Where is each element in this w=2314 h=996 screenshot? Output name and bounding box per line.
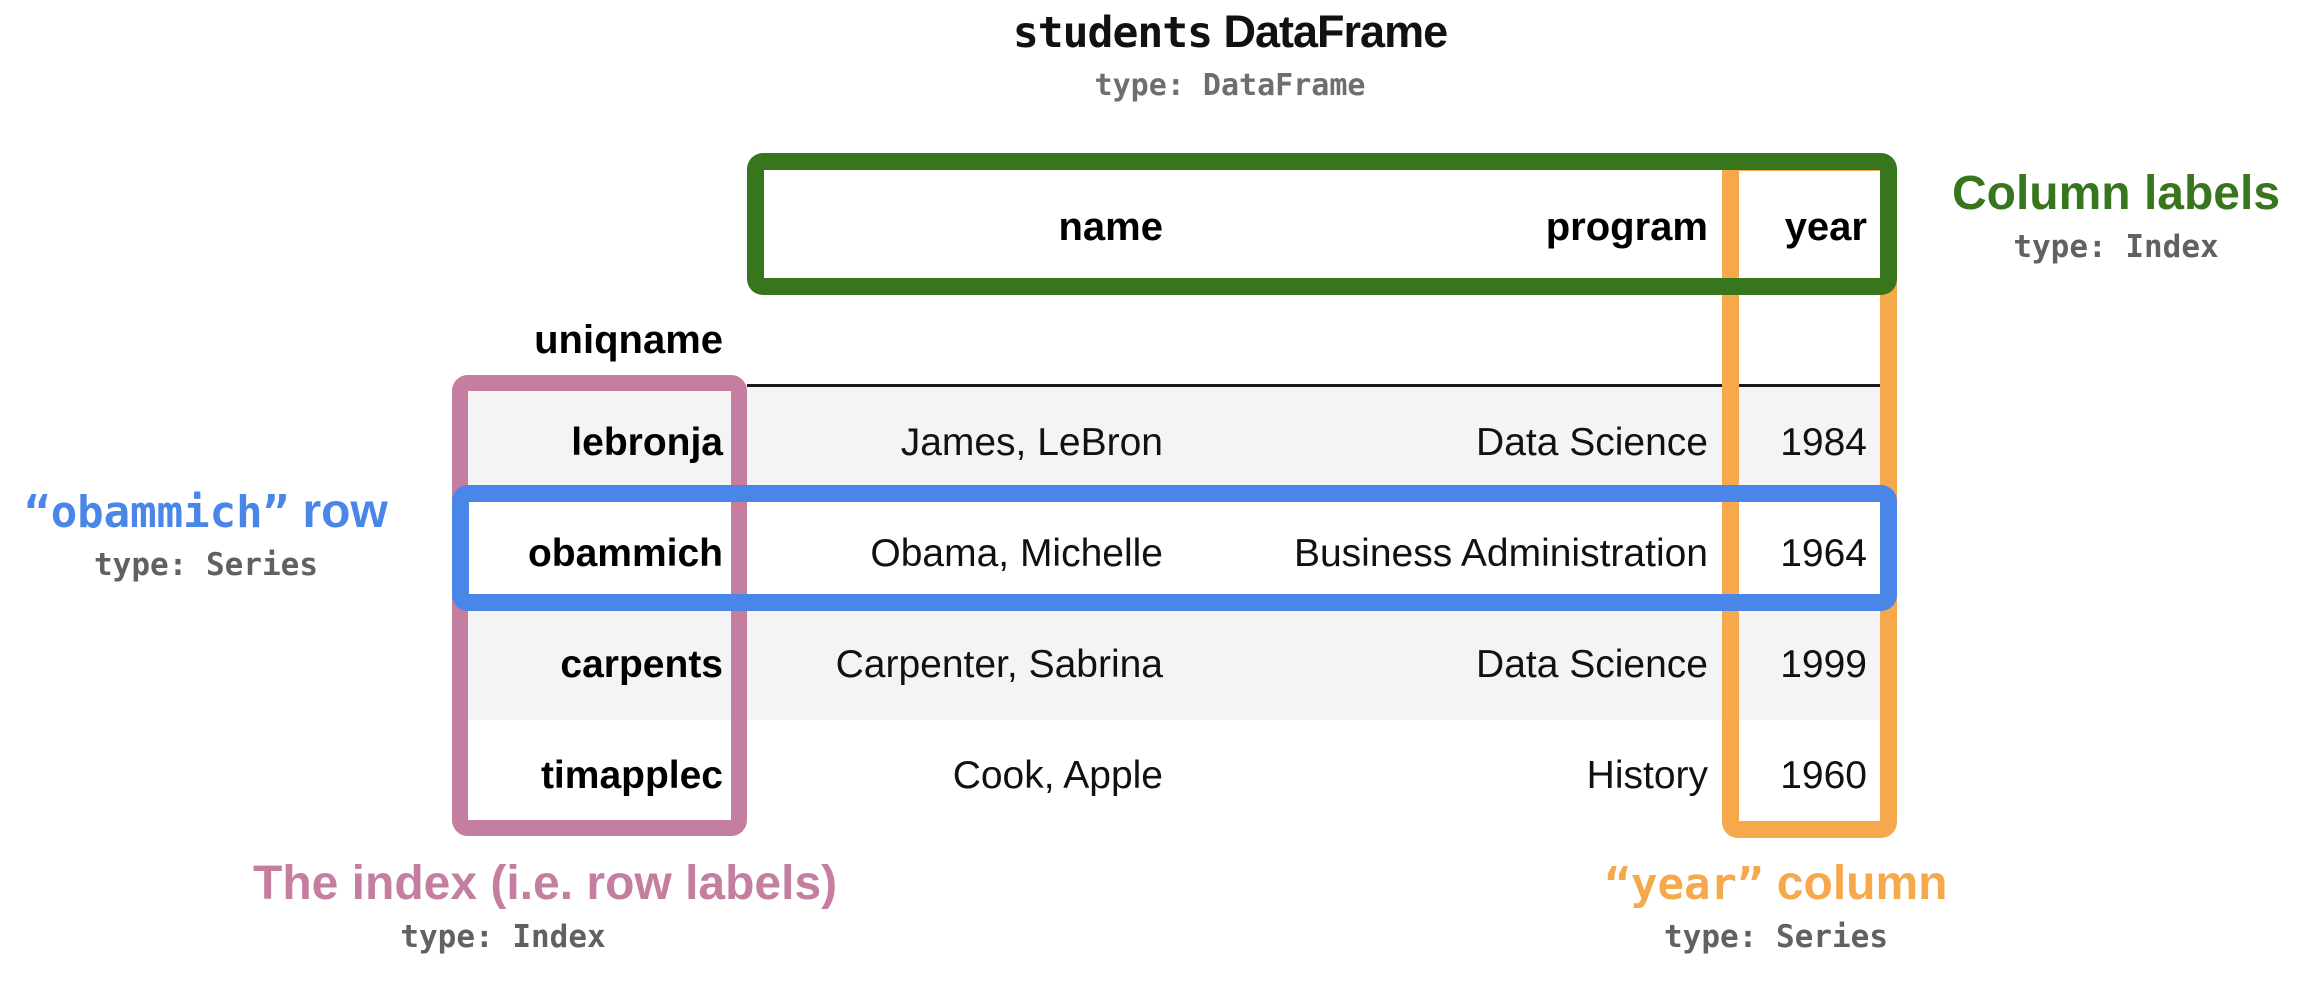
column-labels-highlight-box — [747, 153, 1897, 295]
column-header-name: name — [1058, 205, 1164, 249]
annotation-row-index: The index (i.e. row labels) type: Index — [253, 856, 838, 955]
diagram-title-block: students DataFrame type: DataFrame — [930, 6, 1530, 103]
cell-name: James, LeBron — [900, 421, 1163, 464]
title-variable-name: students — [1012, 8, 1213, 58]
annotation-year-rest: column — [1763, 857, 1948, 910]
row-stripe-lebronja — [458, 387, 1897, 498]
header-separator-line — [747, 384, 1897, 387]
index-cell-carpents: carpents — [560, 643, 723, 686]
cell-name: Cook, Apple — [952, 754, 1163, 797]
annotation-column-labels-type: type: Index — [2013, 229, 2219, 265]
annotation-obammich-row-text: “obammich” row — [4, 484, 408, 539]
cell-program: Business Administration — [1293, 532, 1708, 575]
cell-year: 1984 — [1780, 421, 1867, 464]
annotation-year-column: “year” column type: Series — [1576, 856, 1976, 955]
annotation-row-index-type: type: Index — [400, 919, 606, 955]
cell-program: Data Science — [1476, 643, 1708, 686]
cell-name: Carpenter, Sabrina — [835, 643, 1163, 686]
annotation-obammich-quoted: “obammich” — [24, 487, 290, 538]
annotation-obammich-row: “obammich” row type: Series — [4, 484, 408, 583]
annotation-obammich-rest: row — [289, 485, 388, 538]
page-title: students DataFrame — [930, 6, 1530, 58]
cell-name: Obama, Michelle — [870, 532, 1163, 575]
cell-year: 1999 — [1780, 643, 1867, 686]
index-cell-timapplec: timapplec — [540, 754, 723, 797]
cell-program: Data Science — [1476, 421, 1708, 464]
row-stripe-carpents — [458, 609, 1897, 720]
annotation-column-labels-text: Column labels — [1951, 167, 2281, 220]
index-header-uniqname: uniqname — [534, 318, 723, 362]
annotation-obammich-row-type: type: Series — [94, 547, 318, 583]
annotation-column-labels: Column labels type: Index — [1916, 166, 2314, 265]
index-cell-obammich: obammich — [527, 532, 723, 575]
title-type-caption: type: DataFrame — [1094, 68, 1366, 103]
cell-year: 1964 — [1780, 532, 1867, 575]
annotation-year-column-type: type: Series — [1664, 919, 1888, 955]
annotation-year-quoted: “year” — [1604, 859, 1764, 910]
column-header-year: year — [1784, 205, 1867, 249]
annotation-year-column-text: “year” column — [1576, 856, 1976, 911]
obammich-row-highlight-box — [452, 485, 1897, 611]
title-rest: DataFrame — [1212, 6, 1449, 57]
cell-program: History — [1586, 754, 1708, 797]
column-header-program: program — [1545, 205, 1708, 249]
annotation-row-index-text: The index (i.e. row labels) — [253, 857, 838, 910]
index-cell-lebronja: lebronja — [571, 421, 723, 464]
cell-year: 1960 — [1780, 754, 1867, 797]
